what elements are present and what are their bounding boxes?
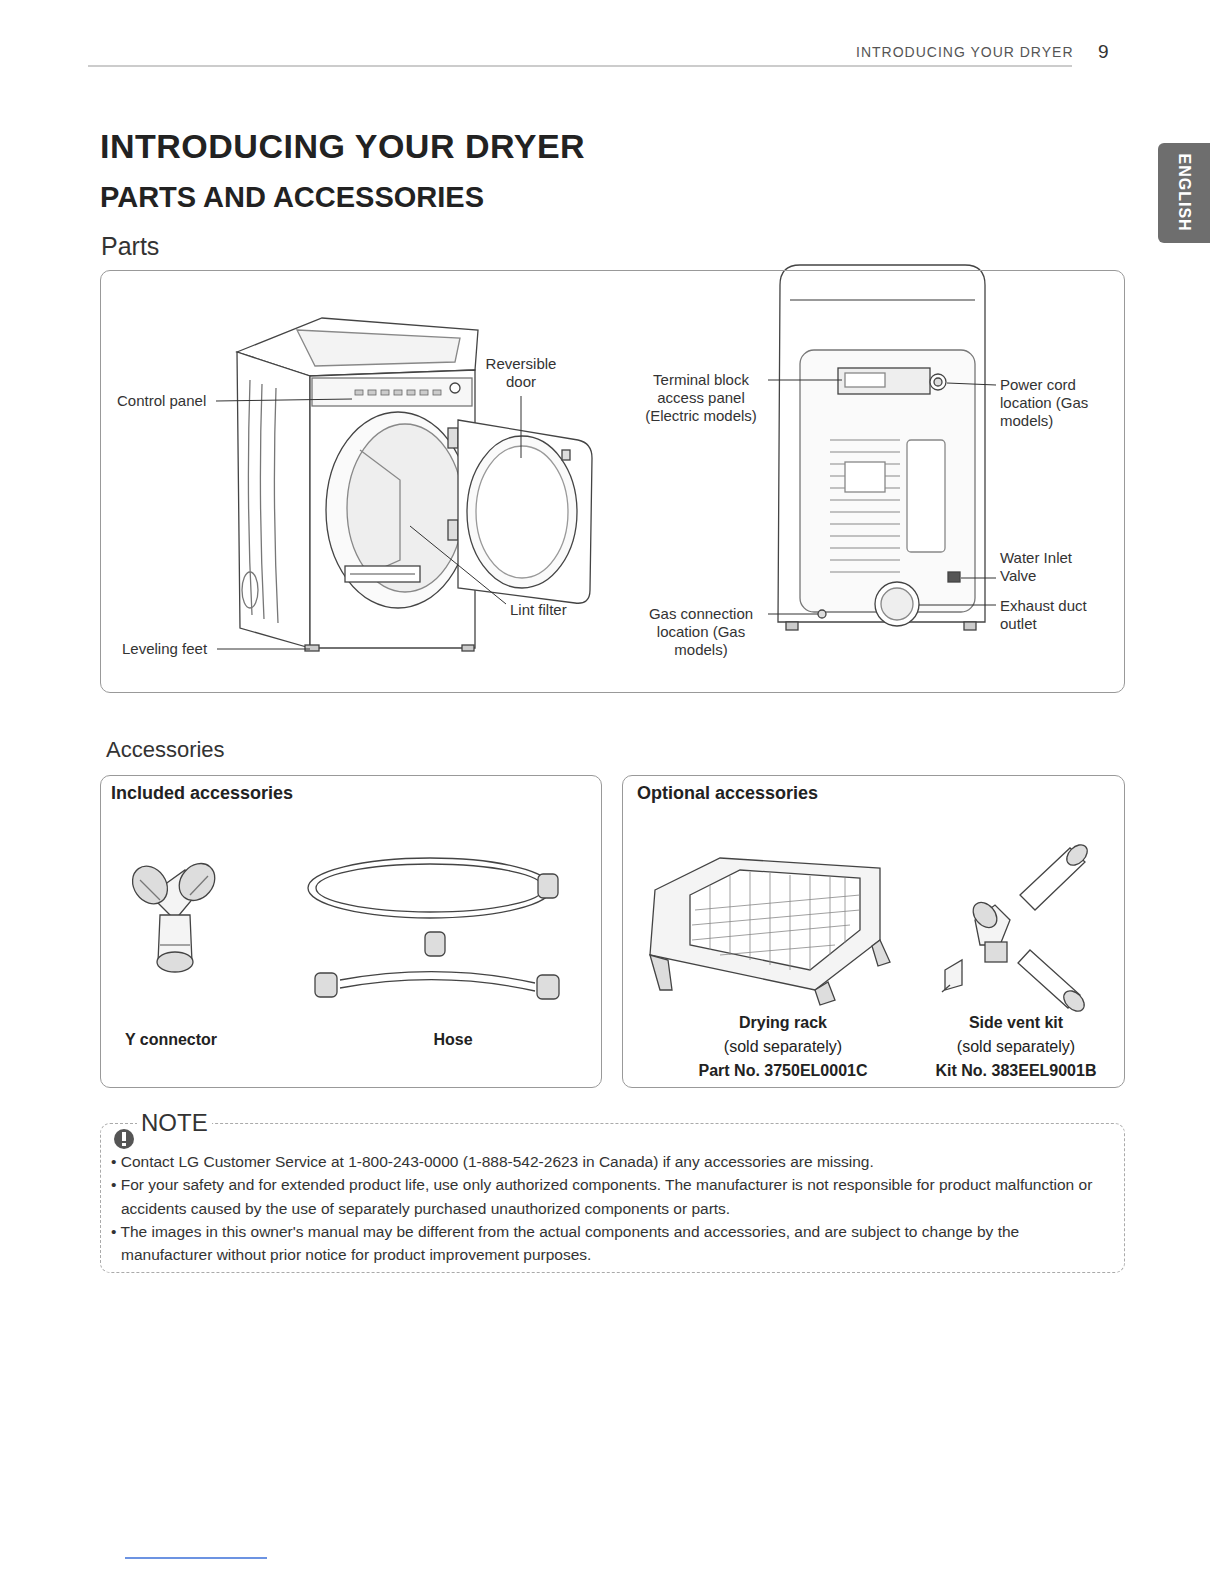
part-label: Leveling feet <box>122 640 207 658</box>
part-label: Lint filter <box>510 601 567 619</box>
part-label: Exhaust duct outlet <box>1000 597 1095 633</box>
tab-label: ENGLISH <box>1174 154 1193 232</box>
note-heading: NOTE <box>137 1109 212 1138</box>
header-rule <box>88 66 1072 67</box>
item-note: (sold separately) <box>906 1037 1126 1056</box>
dryer-front-view <box>237 318 592 651</box>
part-label: Terminal block access panel (Electric mo… <box>636 371 766 425</box>
page-title: INTRODUCING YOUR DRYER <box>100 126 585 167</box>
item-name: Side vent kit <box>906 1013 1126 1032</box>
part-label: Power cord location (Gas models) <box>1000 376 1090 430</box>
part-number: Part No. 3750EL0001C <box>673 1061 893 1080</box>
part-label: Control panel <box>117 392 206 410</box>
included-accessories-box: Included accessoriesY connectorHose <box>100 775 602 1088</box>
box-heading: Included accessories <box>111 783 293 805</box>
item-name: Hose <box>363 1030 543 1049</box>
y-connector-illustration <box>125 856 222 972</box>
side-vent-kit-illustration <box>942 841 1091 1015</box>
section-heading: Accessories <box>106 737 225 763</box>
part-label: Reversible door <box>478 355 564 391</box>
box-heading: Optional accessories <box>637 783 818 805</box>
hose-illustration <box>308 858 559 999</box>
note-box: NOTE• Contact LG Customer Service at 1-8… <box>100 1123 1125 1273</box>
optional-accessories-box: Optional accessoriesDrying rack (sold sep… <box>622 775 1125 1088</box>
section-heading: Parts <box>101 231 159 261</box>
dryer-back-view <box>778 265 985 630</box>
part-label: Water Inlet Valve <box>1000 549 1085 585</box>
note-icon <box>114 1129 134 1149</box>
item-name: Y connector <box>81 1030 261 1049</box>
note-item: • The images in this owner's manual may … <box>111 1220 1111 1267</box>
drying-rack-illustration <box>650 858 890 1005</box>
kit-number: Kit No. 383EEL9001B <box>906 1061 1126 1080</box>
parts-panel: Parts <box>100 270 1125 693</box>
note-list: • Contact LG Customer Service at 1-800-2… <box>111 1150 1111 1266</box>
note-item: • For your safety and for extended produ… <box>111 1173 1111 1220</box>
part-label: Gas connection location (Gas models) <box>636 605 766 659</box>
item-note: (sold separately) <box>673 1037 893 1056</box>
running-header: INTRODUCING YOUR DRYER <box>856 44 1074 61</box>
language-tab: ENGLISH <box>1158 143 1210 243</box>
section-title: PARTS AND ACCESSORIES <box>100 180 484 215</box>
note-item: • Contact LG Customer Service at 1-800-2… <box>111 1150 1111 1173</box>
leader-lines <box>216 380 996 649</box>
item-name: Drying rack <box>673 1013 893 1032</box>
page-number: 9 <box>1098 41 1109 64</box>
footer-rule <box>125 1557 267 1559</box>
